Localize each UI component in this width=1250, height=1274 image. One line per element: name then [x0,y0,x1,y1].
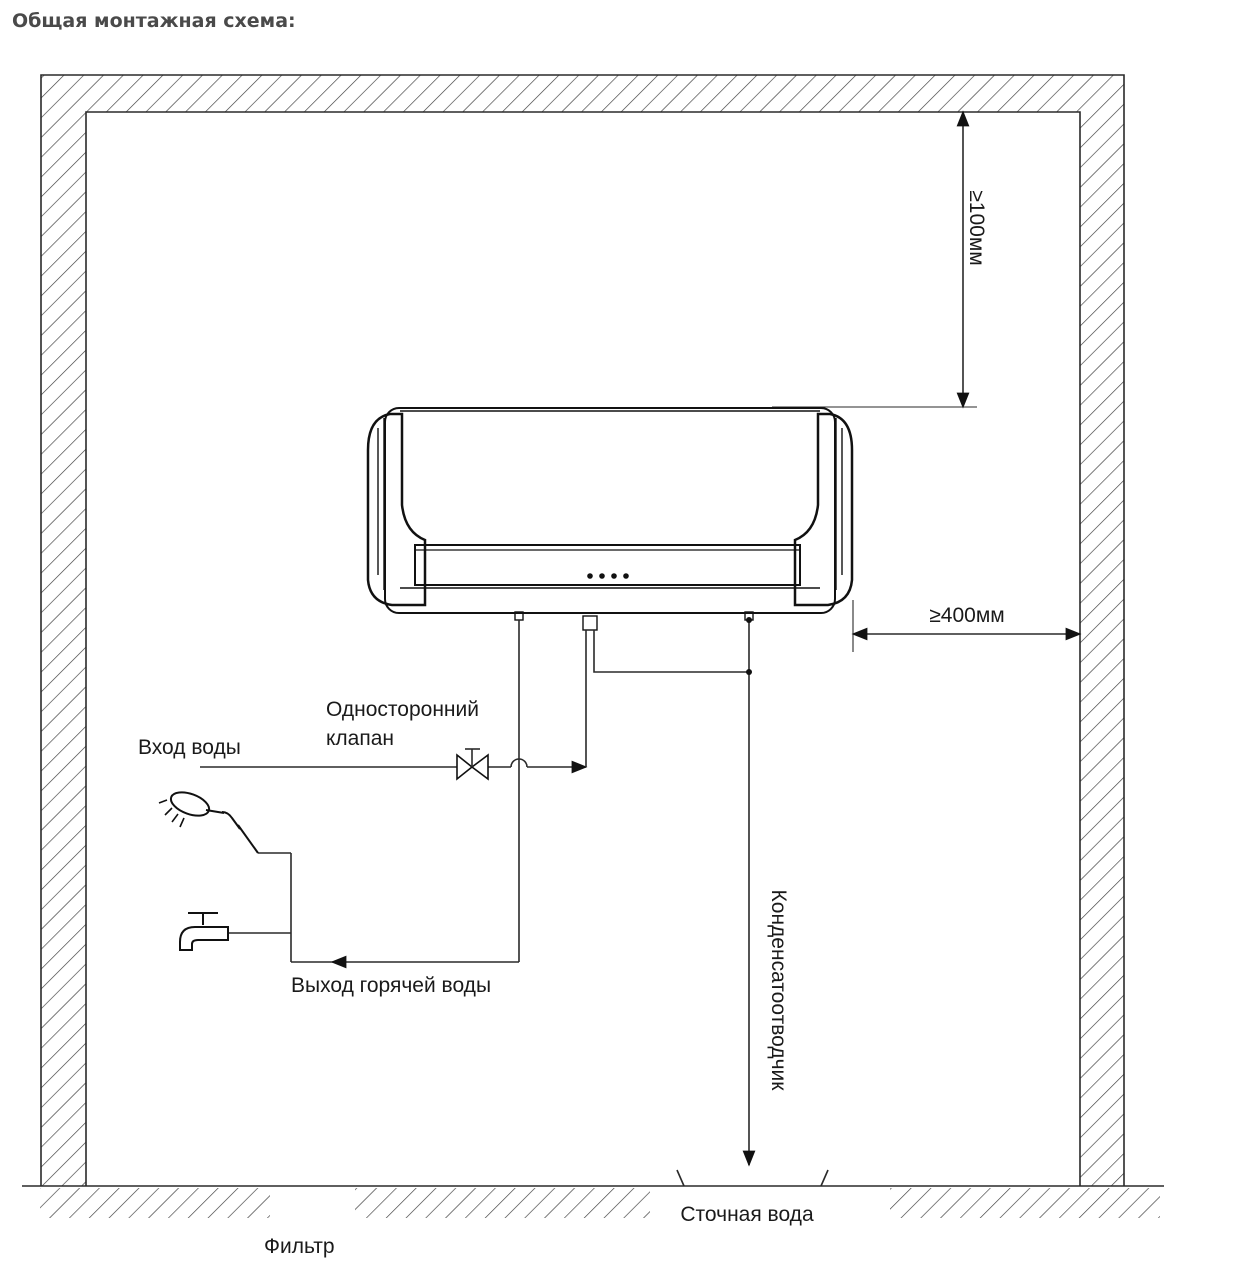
check-valve-symbol [456,748,489,781]
indicator-dot [611,573,617,579]
indicator-dot [587,573,593,579]
side-clearance-label: ≥400мм [929,604,1004,627]
waste-water-label: Сточная вода [680,1203,814,1226]
hot-water-outlet-label: Выход горячей воды [291,974,491,997]
indicator-dot [599,573,605,579]
shower-head-icon [158,791,259,854]
indicator-dot [623,573,629,579]
top-clearance-dimension: ≥100мм [772,110,988,409]
piping [200,617,756,1167]
check-valve-label-line2: клапан [326,727,394,750]
floor [22,1169,1164,1218]
page-heading: Общая монтажная схема: [12,10,296,32]
side-clearance-dimension: ≥400мм [851,600,1082,652]
condensate-drain-label: Конденсатоотводчик [767,890,790,1092]
check-valve-label-line1: Односторонний [326,698,479,721]
filter-label: Фильтр [264,1235,335,1258]
water-heater [366,407,854,631]
faucet-icon [179,912,229,951]
top-clearance-label: ≥100мм [965,190,988,265]
water-inlet-label: Вход воды [138,736,241,759]
wall-enclosure [40,74,1125,1186]
